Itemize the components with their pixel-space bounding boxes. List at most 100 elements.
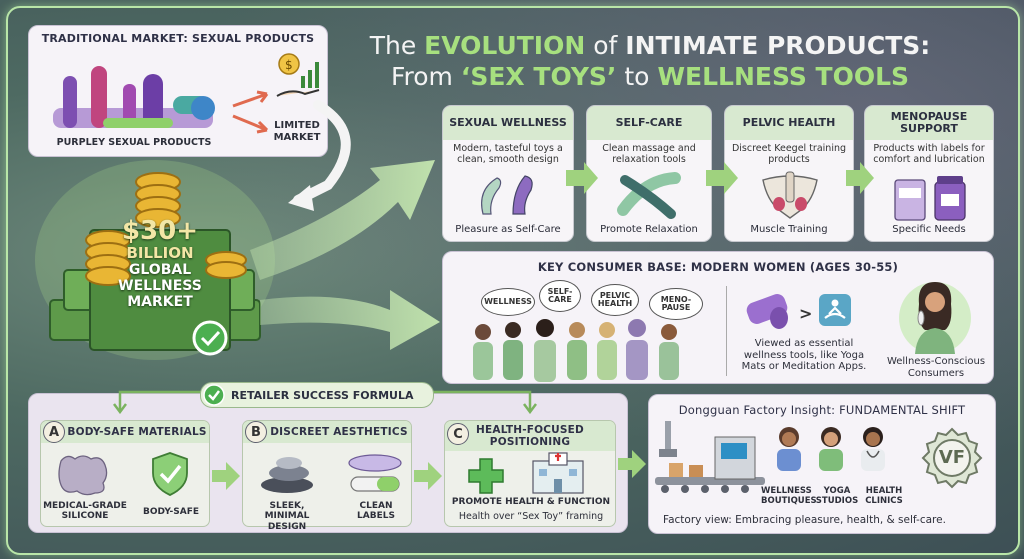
consumer-portrait-illustration [899, 282, 971, 354]
clinic-building-icon [532, 452, 584, 494]
shield-check-icon [152, 452, 188, 496]
section-header-bar [445, 421, 615, 451]
medical-cross-icon [468, 458, 504, 494]
channel-label: YOGA STUDIOS [815, 486, 859, 506]
arrow-icon [232, 90, 269, 134]
clean-label-tube-icon [348, 454, 402, 492]
title-highlight: EVOLUTION [424, 31, 586, 60]
market-unit: BILLION [126, 244, 194, 262]
category-card-sexual-wellness: SEXUAL WELLNESS Modern, tasteful toys a … [442, 105, 574, 242]
meditation-app-icon [819, 294, 851, 326]
category-desc: Products with labels for comfort and lub… [873, 143, 985, 166]
category-footer: Pleasure as Self-Care [455, 224, 561, 235]
title-text: to [616, 62, 658, 92]
women-group-illustration [473, 319, 679, 382]
essential-tools-text: Viewed as essential wellness tools, like… [741, 338, 867, 372]
category-footer: Muscle Training [750, 224, 828, 235]
factory-insight-panel: Dongguan Factory Insight: FUNDAMENTAL SH… [648, 394, 996, 534]
section-letter-a: A [43, 421, 65, 443]
factory-line-illustration [655, 421, 765, 493]
category-desc: Discreet Keegel training products [731, 143, 847, 166]
traditional-caption: PURPLEY SEXUAL PRODUCTS [56, 137, 212, 148]
compare-symbol: > [799, 304, 813, 323]
vf-badge-text: VF [938, 447, 966, 468]
category-title: MENOPAUSE SUPPORT [890, 109, 968, 135]
section-title: BODY-SAFE MATERIALS [67, 426, 207, 438]
category-title: SELF-CARE [615, 115, 683, 129]
limited-market-label: LIMITED MARKET [273, 120, 321, 143]
category-desc: Clean massage and relaxation tools [602, 143, 696, 166]
money-hand-icon: $ [276, 53, 320, 97]
professional-women-illustration [777, 427, 885, 471]
factory-footer: Factory view: Embracing pleasure, health… [663, 514, 946, 526]
market-size-text: $30+ BILLION GLOBAL WELLNESS MARKET [100, 218, 220, 310]
section-arrow-icon [212, 462, 240, 490]
curved-arrow-icon [288, 100, 351, 211]
category-card-self-care: SELF-CARE Clean massage and relaxation t… [586, 105, 712, 242]
yoga-mat-icon [746, 294, 788, 329]
title-line-2: From ‘SEX TOYS’ to WELLNESS TOOLS [330, 61, 970, 92]
sexual-products-illustration [53, 66, 215, 128]
formula-branch-arrows [113, 390, 537, 414]
wellness-toy-icon [481, 175, 533, 215]
title-highlight: WELLNESS TOOLS [657, 62, 910, 92]
category-card-menopause-support: MENOPAUSE SUPPORT Products with labels f… [864, 105, 994, 242]
massager-icon [617, 172, 681, 219]
sleek-stones-icon [261, 457, 313, 493]
section-item: SLEEK, MINIMAL DESIGN [264, 501, 310, 532]
factory-header: Dongguan Factory Insight: FUNDAMENTAL SH… [678, 403, 966, 417]
category-card-pelvic-health: PELVIC HEALTH Discreet Keegel training p… [724, 105, 854, 242]
category-title: SEXUAL WELLNESS [449, 115, 567, 129]
channel-label: HEALTH CLINICS [865, 486, 903, 506]
formula-section-a: A BODY-SAFE MATERIALS MEDICAL-GRADE SILI… [40, 420, 210, 527]
to-factory-arrow-icon [618, 450, 646, 478]
section-item: CLEAN LABELS [357, 501, 395, 522]
formula-header-pill: RETAILER SUCCESS FORMULA [200, 382, 434, 408]
svg-text:$: $ [285, 58, 293, 72]
market-line-2: WELLNESS [118, 278, 202, 294]
bubble-menopause: MENO-PAUSE [649, 288, 703, 320]
channel-label: WELLNESS BOUTIQUES [761, 486, 817, 506]
card-arrows [566, 162, 874, 194]
section-item: BODY-SAFE [143, 507, 199, 517]
market-line-1: GLOBAL [128, 262, 192, 278]
section-header-bar [41, 421, 209, 443]
section-letter-c: C [447, 423, 469, 445]
product-jars-icon [894, 176, 966, 221]
section-title: DISCREET AESTHETICS [270, 426, 408, 438]
bubble-pelvic-health: PELVIC HEALTH [591, 284, 639, 316]
category-title: PELVIC HEALTH [742, 115, 836, 129]
market-amount: $30+ [121, 216, 199, 246]
title-text: of [585, 31, 626, 60]
title-text: INTIMATE PRODUCTS: [625, 31, 931, 60]
section-arrow-icon [414, 462, 442, 490]
title-text: From [390, 62, 461, 92]
formula-section-c: C HEALTH-FOCUSED POSITIONING PROMOTE HEA… [444, 420, 616, 527]
growth-arrows [250, 160, 440, 350]
pelvis-icon [762, 171, 818, 219]
divider [726, 286, 727, 376]
title-text: The [369, 31, 425, 60]
formula-header: RETAILER SUCCESS FORMULA [231, 388, 414, 402]
title-line-1: The EVOLUTION of INTIMATE PRODUCTS: [330, 30, 970, 61]
category-footer: Promote Relaxation [600, 224, 698, 235]
consumer-base-panel: KEY CONSUMER BASE: MODERN WOMEN (AGES 30… [442, 251, 994, 384]
section-item: Health over “Sex Toy” framing [458, 511, 604, 522]
section-item: PROMOTE HEALTH & FUNCTION [451, 497, 611, 507]
category-desc: Modern, tasteful toys a clean, smooth de… [453, 143, 563, 166]
section-header-bar [243, 421, 411, 443]
bubble-wellness: WELLNESS [481, 288, 535, 316]
traditional-market-panel: TRADITIONAL MARKET: SEXUAL PRODUCTS PURP… [28, 25, 328, 157]
section-letter-b: B [245, 421, 267, 443]
conscious-consumers-label: Wellness-Conscious Consumers [886, 356, 986, 379]
market-line-3: MARKET [127, 294, 193, 310]
formula-section-b: B DISCREET AESTHETICS SLEEK, MINIMAL DES… [242, 420, 412, 532]
vf-gear-badge [921, 427, 983, 489]
check-circle-icon [203, 384, 225, 406]
section-item: MEDICAL-GRADE SILICONE [43, 501, 127, 522]
silicone-swatch-icon [58, 455, 108, 496]
title-highlight: ‘SEX TOYS’ [460, 62, 617, 92]
page-title: The EVOLUTION of INTIMATE PRODUCTS: From… [330, 30, 970, 93]
traditional-market-header: TRADITIONAL MARKET: SEXUAL PRODUCTS [41, 32, 315, 45]
section-title: HEALTH-FOCUSED POSITIONING [476, 424, 584, 448]
